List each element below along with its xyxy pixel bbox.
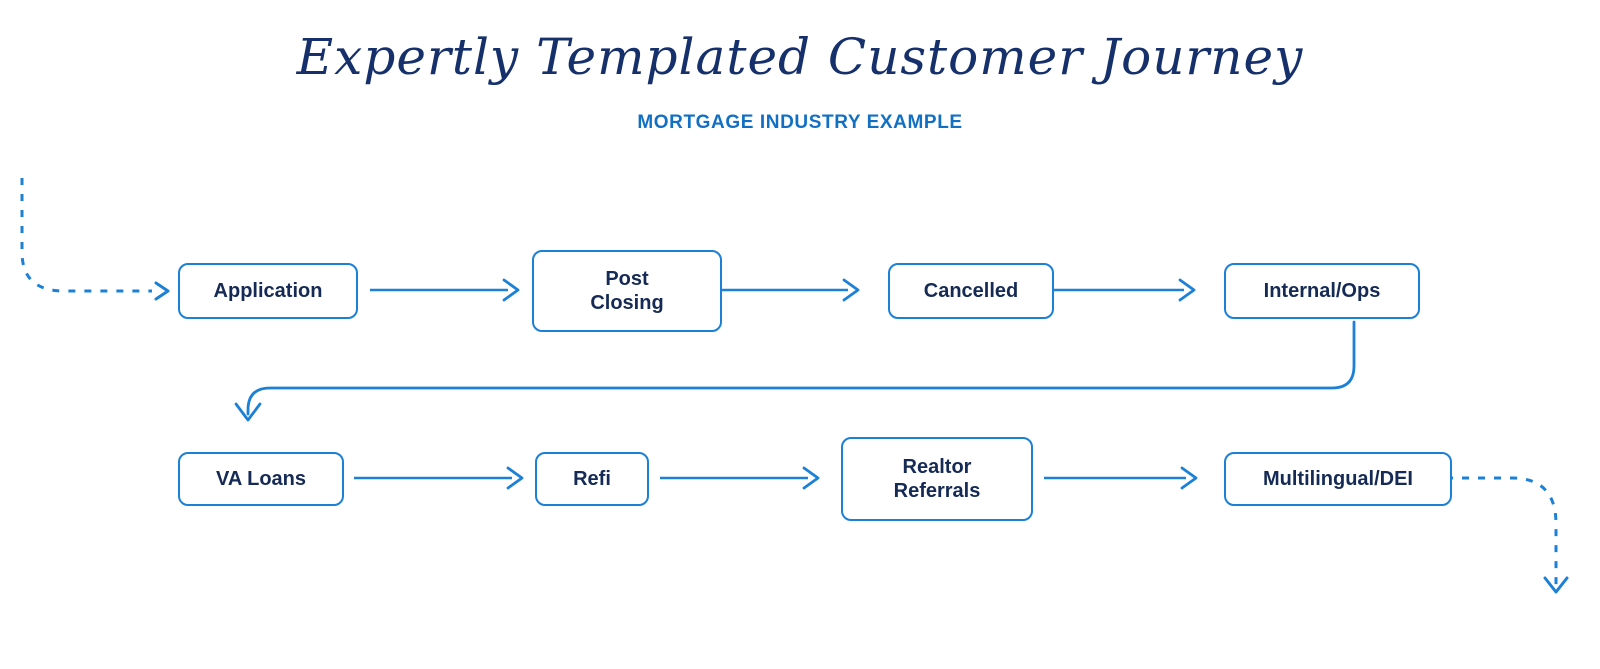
- page-subtitle: MORTGAGE INDUSTRY EXAMPLE: [637, 112, 963, 133]
- page-title: Expertly Templated Customer Journey: [296, 28, 1304, 86]
- node-internal-ops-label: Internal/Ops: [1263, 279, 1381, 302]
- node-multilingual-dei-label: Multilingual/DEI: [1263, 467, 1413, 490]
- arrow-realtor-referrals-to-multilingual-dei: [1044, 466, 1198, 490]
- arrow-post-closing-to-cancelled: [718, 278, 860, 302]
- arrowhead-down-icon: [234, 402, 262, 422]
- arrowhead-right-icon: [506, 466, 524, 490]
- arrowhead-right-icon: [802, 466, 820, 490]
- entry-arrowhead-icon: [154, 281, 170, 301]
- wrap-connector-internal-ops-to-va-loans: [234, 320, 1356, 422]
- exit-arrowhead-down-icon: [1543, 576, 1569, 594]
- arrowhead-right-icon: [842, 278, 860, 302]
- node-cancelled[interactable]: Cancelled: [888, 263, 1054, 319]
- arrow-cancelled-to-internal-ops: [1054, 278, 1196, 302]
- node-realtor-referrals-label: Realtor Referrals: [893, 455, 981, 502]
- node-realtor-referrals[interactable]: Realtor Referrals: [841, 437, 1033, 521]
- node-multilingual-dei[interactable]: Multilingual/DEI: [1224, 452, 1452, 506]
- node-application[interactable]: Application: [178, 263, 358, 319]
- arrow-application-to-post-closing: [370, 278, 520, 302]
- node-post-closing-label: Post Closing: [590, 267, 664, 314]
- arrow-refi-to-realtor-referrals: [660, 466, 820, 490]
- node-refi-label: Refi: [573, 467, 611, 490]
- node-cancelled-label: Cancelled: [923, 279, 1019, 302]
- node-va-loans[interactable]: VA Loans: [178, 452, 344, 506]
- entry-dashed-connector: [20, 178, 170, 301]
- node-refi[interactable]: Refi: [535, 452, 649, 506]
- node-internal-ops[interactable]: Internal/Ops: [1224, 263, 1420, 319]
- arrowhead-right-icon: [1178, 278, 1196, 302]
- node-va-loans-label: VA Loans: [215, 467, 306, 490]
- arrow-va-loans-to-refi: [354, 466, 524, 490]
- node-post-closing[interactable]: Post Closing: [532, 250, 722, 332]
- node-application-label: Application: [213, 279, 323, 302]
- arrowhead-right-icon: [502, 278, 520, 302]
- arrowhead-right-icon: [1180, 466, 1198, 490]
